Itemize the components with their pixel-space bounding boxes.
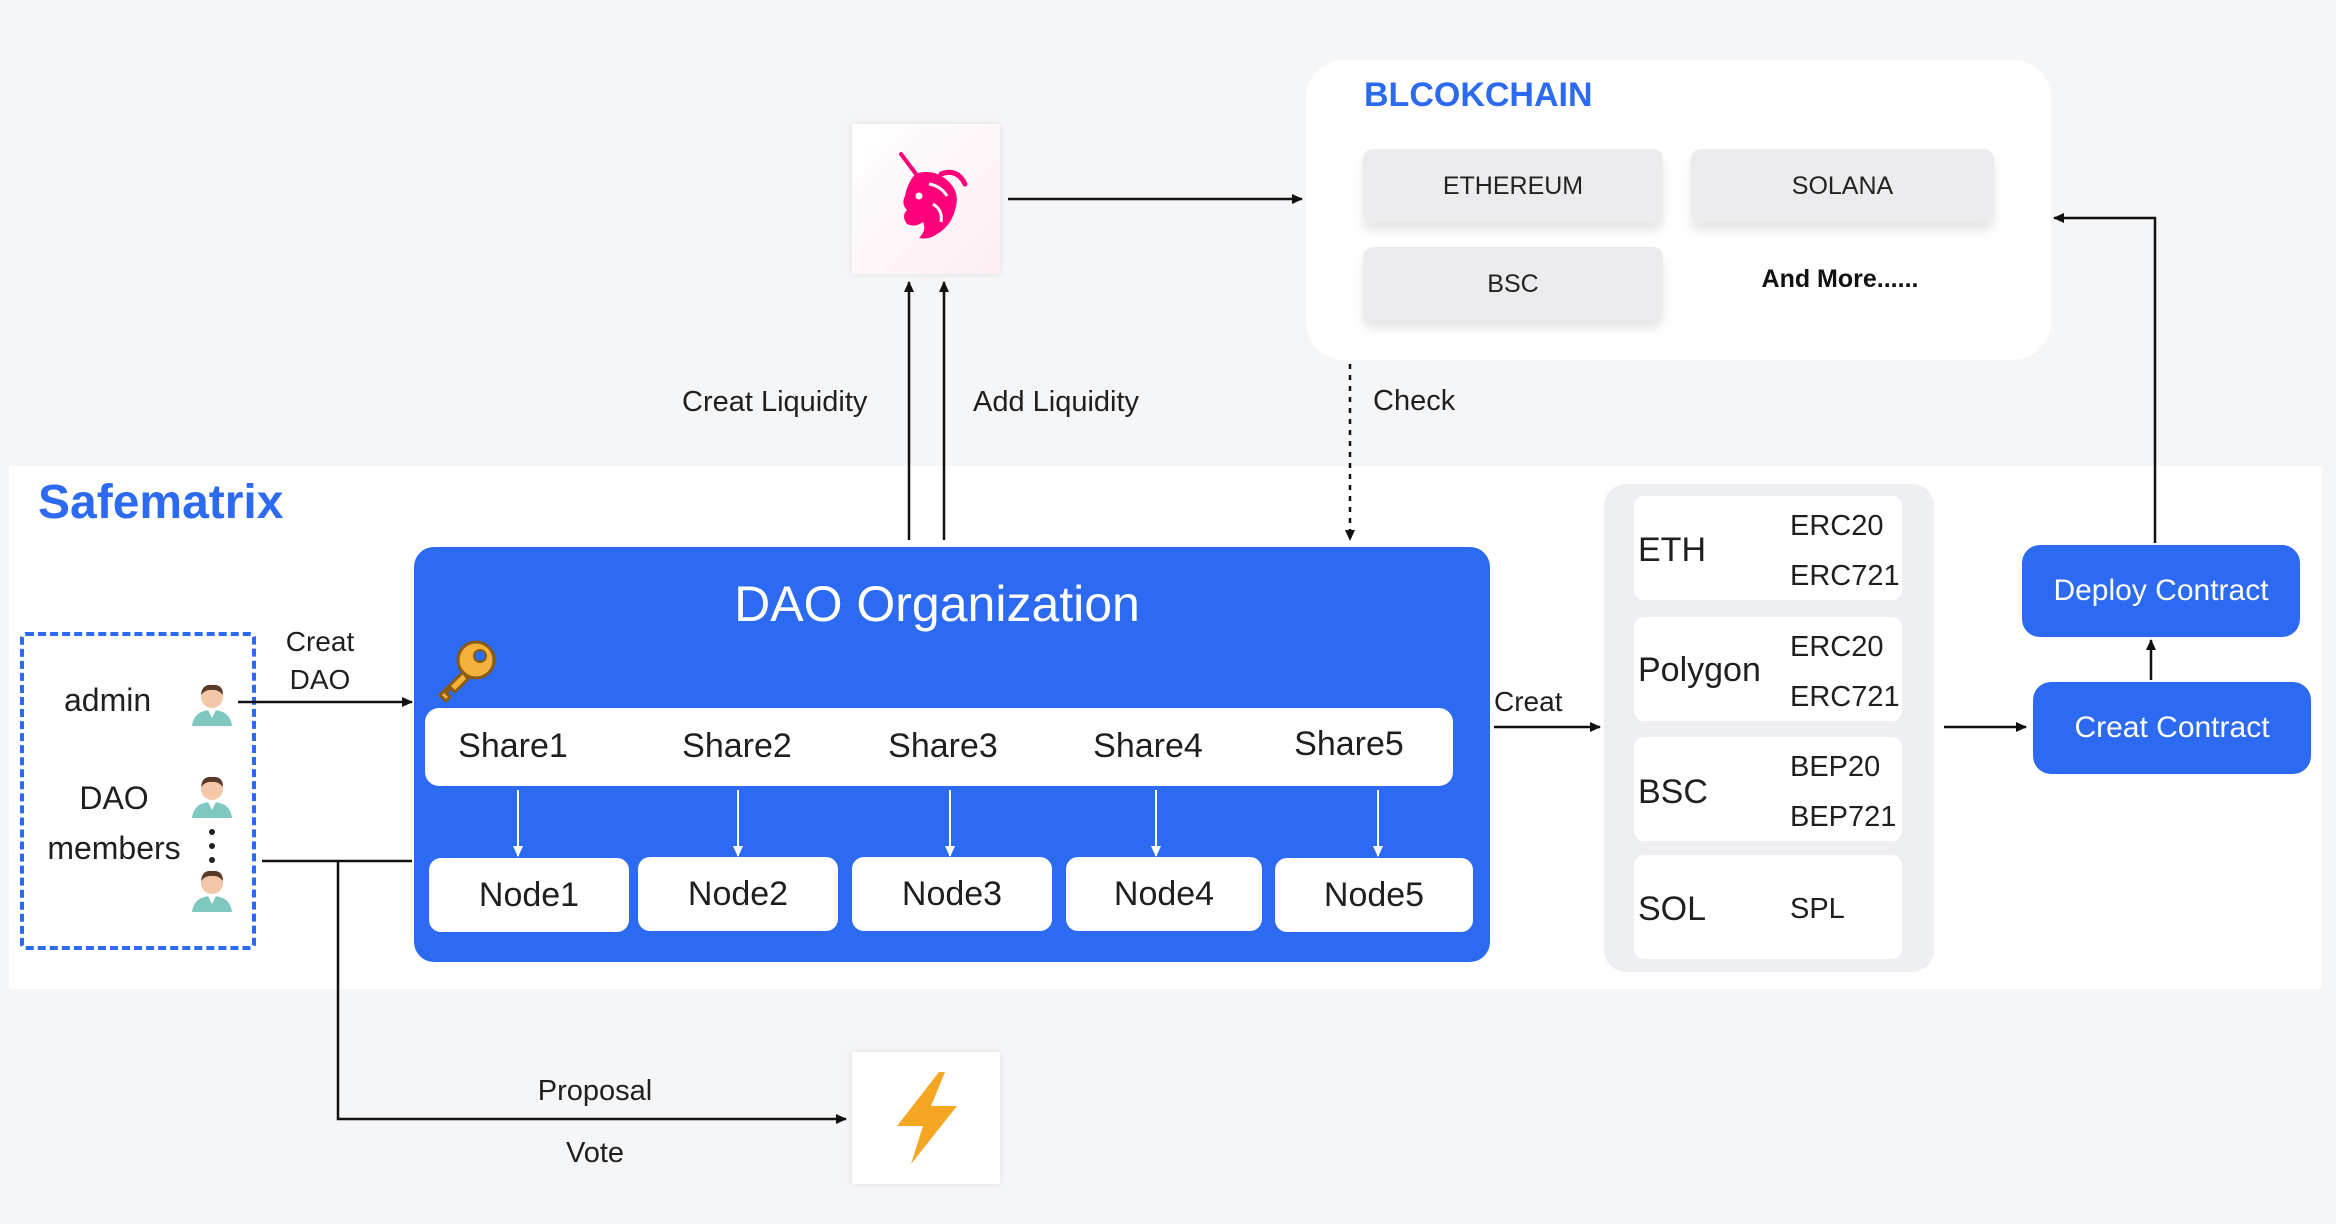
edge-label-creat-dao: Creat: [285, 626, 355, 657]
edge-label-proposal: Proposal: [537, 1075, 653, 1107]
edge-label-creat: Creat: [1494, 686, 1563, 717]
chain-chip-bsc: BSC: [1363, 247, 1663, 321]
chain-standard: BEP721: [1790, 801, 1897, 833]
member-avatar-icon: [192, 776, 232, 818]
chain-name-eth: ETH: [1638, 531, 1706, 569]
chain-standard: ERC20: [1790, 510, 1884, 542]
voting-box: [852, 1052, 1000, 1184]
dao-members-label-2: members: [47, 830, 181, 866]
ellipsis-dots: [209, 829, 215, 863]
member-avatar-icon: [192, 870, 232, 912]
edge-label-add-liquidity: Add Liquidity: [973, 386, 1140, 418]
chain-standard: ERC721: [1790, 560, 1900, 592]
share-4: Share4: [1093, 727, 1203, 765]
chain-row-sol: [1634, 855, 1902, 959]
chain-standard: SPL: [1790, 893, 1845, 925]
chain-standard: ERC20: [1790, 631, 1884, 663]
edge-label-creat-dao: DAO: [289, 664, 351, 695]
edge-label-check: Check: [1373, 385, 1456, 417]
blockchain-title: BLCOKCHAIN: [1364, 76, 1593, 114]
chain-row-polygon: [1634, 617, 1902, 721]
share-3: Share3: [888, 727, 998, 765]
chain-name-polygon: Polygon: [1638, 651, 1761, 689]
chain-name-sol: SOL: [1638, 890, 1707, 928]
key-icon: [438, 640, 496, 703]
edge-label-creat-liquidity: Creat Liquidity: [682, 386, 868, 418]
shares-bar: [425, 708, 1453, 786]
admin-avatar-icon: [192, 684, 232, 726]
members-group: [20, 632, 256, 950]
node-3: Node3: [852, 857, 1052, 931]
chain-standard: ERC721: [1790, 681, 1900, 713]
unicorn-icon: [899, 152, 968, 239]
node-1: Node1: [429, 858, 629, 932]
creat-contract-button[interactable]: Creat Contract: [2033, 682, 2311, 774]
share-5: Share5: [1294, 725, 1404, 763]
chain-row-bsc: [1634, 737, 1902, 841]
chain-chip-ethereum: ETHEREUM: [1363, 149, 1663, 223]
brand-title: Safematrix: [38, 476, 284, 529]
lightning-bolt-icon: [897, 1072, 957, 1164]
deploy-contract-button[interactable]: Deploy Contract: [2022, 545, 2300, 637]
chain-chip-solana: SOLANA: [1691, 149, 1994, 223]
dao-title: DAO Organization: [734, 576, 1140, 632]
chain-row-eth: [1634, 496, 1902, 600]
chain-name-bsc: BSC: [1638, 773, 1708, 811]
edge-label-vote: Vote: [565, 1137, 625, 1169]
chain-standard: BEP20: [1790, 751, 1881, 783]
share-2: Share2: [682, 727, 792, 765]
node-4: Node4: [1066, 857, 1262, 931]
admin-label: admin: [64, 682, 152, 718]
uniswap-box: [852, 124, 1000, 274]
dao-members-label-1: DAO: [79, 780, 149, 816]
and-more-label: And More......: [1761, 265, 1919, 293]
share-1: Share1: [458, 727, 568, 765]
node-5: Node5: [1275, 858, 1473, 932]
node-2: Node2: [638, 857, 838, 931]
